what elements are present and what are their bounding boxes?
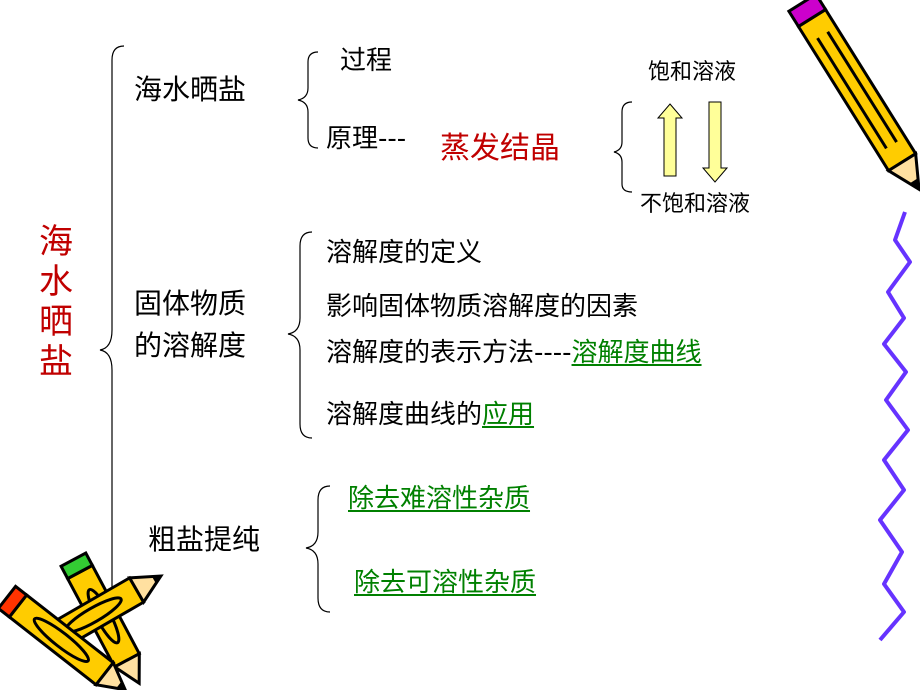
unsaturated-solution-label: 不饱和溶液 <box>640 192 751 217</box>
purification-label: 粗盐提纯 <box>148 523 261 556</box>
evaporation-crystallization: 蒸发结晶 <box>440 131 560 166</box>
pencil-icon <box>786 0 920 193</box>
representation-prefix: 溶解度的表示方法---- <box>326 338 572 368</box>
sea-salt-brace <box>297 51 319 149</box>
purification-brace <box>305 485 331 613</box>
remove-soluble-link[interactable]: 除去可溶性杂质 <box>354 568 537 598</box>
saturation-brace <box>613 101 633 193</box>
solubility-label-line1: 固体物质 <box>134 287 247 320</box>
main-brace <box>99 45 125 665</box>
solubility-application: 溶解度曲线的应用 <box>326 402 534 428</box>
remove-insoluble-link[interactable]: 除去难溶性杂质 <box>348 484 531 514</box>
solubility-factors: 影响固体物质溶解度的因素 <box>326 292 639 322</box>
solubility-brace <box>287 231 313 439</box>
saturated-solution-label: 饱和溶液 <box>648 60 737 85</box>
solubility-label-line2: 的溶解度 <box>134 329 247 362</box>
pencil-icon <box>0 584 128 690</box>
application-link[interactable]: 应用 <box>482 400 535 430</box>
squiggle-decoration <box>878 211 912 642</box>
process-item: 过程 <box>340 46 393 76</box>
solubility-definition: 溶解度的定义 <box>326 238 483 268</box>
solubility-representation: 溶解度的表示方法----溶解度曲线 <box>326 340 702 366</box>
down-arrow-icon <box>701 101 729 183</box>
principle-item: 原理--- <box>326 124 407 154</box>
solubility-curve-link[interactable]: 溶解度曲线 <box>571 338 702 368</box>
root-title: 海水晒盐 <box>39 222 73 382</box>
application-prefix: 溶解度曲线的 <box>326 400 483 430</box>
up-arrow-icon <box>656 103 684 177</box>
sea-salt-label: 海水晒盐 <box>134 73 247 106</box>
